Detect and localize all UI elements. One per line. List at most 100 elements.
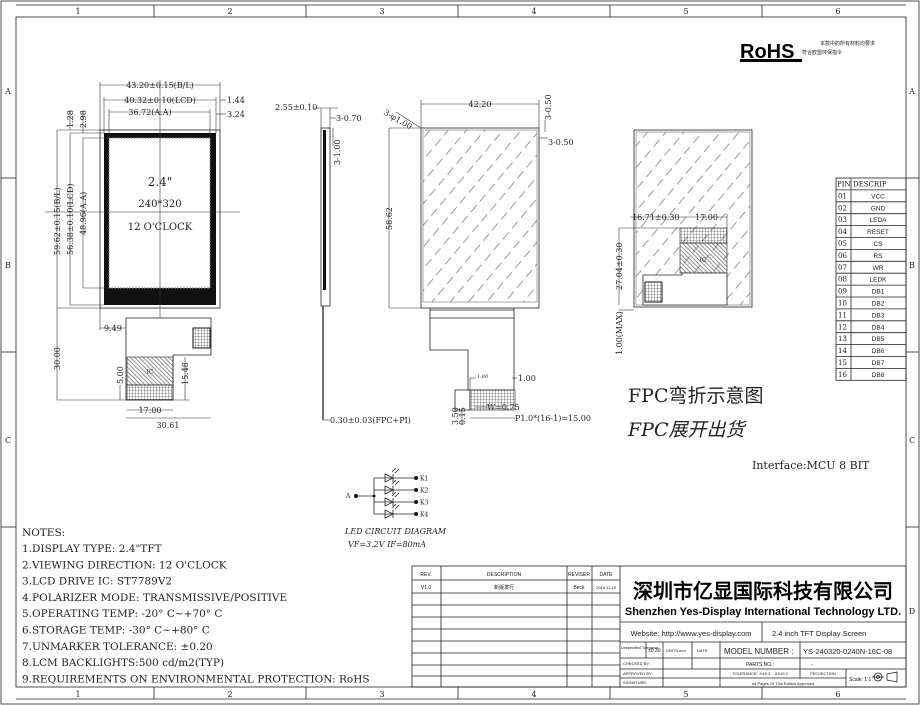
pin-description: VCC bbox=[871, 193, 885, 200]
dim-pin-w1: 1.00 bbox=[477, 374, 489, 380]
pin-description: DB4 bbox=[872, 324, 885, 331]
side-view: 2.55±0.10 3-0.70 3-1.00 0.30±0.03(FPC+PI… bbox=[275, 103, 411, 425]
descrip-header: DESCRIP bbox=[853, 181, 887, 189]
dim-aa-width: 36.72(A.A) bbox=[128, 108, 171, 117]
pin-number: 11 bbox=[838, 311, 847, 319]
col-label: 4 bbox=[531, 7, 536, 16]
display-resolution: 240*320 bbox=[138, 199, 181, 210]
dim-bl-width: 43.20±0.15(B/L) bbox=[126, 81, 194, 90]
col-label: 2 bbox=[227, 690, 232, 699]
anode-label: A bbox=[345, 493, 351, 500]
svg-text:符合欧盟环保指令: 符合欧盟环保指令 bbox=[802, 49, 842, 56]
dim-side-d1: 3-0.70 bbox=[336, 114, 362, 123]
row-label: C bbox=[5, 436, 11, 445]
back-view: 3-φ1.00 42.20 58.62 3-0.50 3-0.50 1.00 1… bbox=[382, 94, 591, 425]
dim-fpc-h: 15.48 bbox=[181, 362, 190, 385]
pin-description: DB3 bbox=[872, 312, 885, 319]
signature: SIGNATURE: bbox=[623, 680, 647, 685]
note-item: 3.LCD DRIVE IC: ST7789V2 bbox=[22, 576, 172, 588]
note-item: 9.REQUIREMENTS ON ENVIRONMENTAL PROTECTI… bbox=[22, 673, 370, 685]
note-item: 7.UNMARKER TOLERANCE: ±0.20 bbox=[22, 641, 213, 653]
ic-label: IC bbox=[700, 257, 707, 264]
pin-number: 09 bbox=[838, 288, 847, 296]
dim-fpc-thickness: 0.30±0.03(FPC+PI) bbox=[330, 416, 411, 425]
fpc-flat-label: FPC展开出货 bbox=[627, 419, 748, 441]
note-item: 4.POLARIZER MODE: TRANSMISSIVE/POSITIVE bbox=[22, 592, 287, 604]
projection: PROJECTION bbox=[810, 671, 836, 676]
note-item: 6.STORAGE TEMP: -30° C~+80° C bbox=[22, 625, 210, 637]
scale: Scale: 1:1 bbox=[849, 677, 871, 683]
pin-number: 07 bbox=[838, 264, 847, 272]
pin-number: 06 bbox=[838, 252, 847, 260]
dim-bent-d3: 27.04±0.30 bbox=[615, 243, 624, 290]
dim-fpc-length: 30.00 bbox=[53, 347, 62, 370]
dim-lcd-width: 40.32±0.10(LCD) bbox=[124, 96, 196, 105]
date-label: DATE: bbox=[697, 648, 708, 653]
cathode-label: K1 bbox=[420, 476, 428, 483]
model-number-label: MODEL NUMBER : bbox=[724, 647, 794, 656]
dim-fpc-offset: 9.49 bbox=[104, 324, 122, 333]
dim-pin-w2: 1.00 bbox=[518, 374, 536, 383]
pin-description: DB6 bbox=[872, 348, 885, 355]
description-header: DESCRIPTION bbox=[487, 572, 522, 578]
dim-back-width: 42.20 bbox=[469, 100, 492, 109]
pin-description: LEDA bbox=[870, 217, 888, 224]
dim-bent-d1: 16.71±0.30 bbox=[632, 213, 679, 222]
dim-back-d1: 3-0.50 bbox=[544, 94, 553, 120]
date-header: DATE bbox=[600, 572, 614, 578]
cathode-label: K3 bbox=[420, 500, 428, 507]
pin-number: 16 bbox=[838, 371, 847, 379]
checked-by: CHECKED BY: bbox=[623, 661, 650, 666]
rohs-logo: RoHS 本款中的所有材料均要求 符合欧盟环保指令 bbox=[740, 40, 875, 63]
col-label: 3 bbox=[379, 7, 384, 16]
company-cn: 深圳市亿显国际科技有限公司 bbox=[633, 579, 893, 603]
led-title: LED CIRCUIT DIAGRAM bbox=[344, 527, 447, 536]
col-label: 2 bbox=[227, 7, 232, 16]
rev-header: REV. bbox=[420, 572, 431, 578]
dim-top1: 1.28 bbox=[66, 110, 75, 128]
reviser-value: Beck bbox=[573, 585, 585, 591]
pin-number: 12 bbox=[838, 323, 847, 331]
col-label: 3 bbox=[379, 690, 384, 699]
dim-side-d2: 3-1.00 bbox=[333, 139, 342, 165]
svg-text:RoHS: RoHS bbox=[740, 41, 794, 63]
rev-value: V1.0 bbox=[421, 585, 432, 591]
dim-fpc-w: 30.61 bbox=[157, 421, 180, 430]
date-value: 2019.11.19 bbox=[596, 585, 616, 590]
pin-description: RS bbox=[873, 253, 883, 260]
cathode-label: K2 bbox=[420, 488, 428, 495]
reviser-header: REVISER bbox=[568, 572, 590, 578]
cathode-label: K4 bbox=[420, 512, 428, 519]
pin-number: 15 bbox=[838, 359, 847, 367]
approved-by: APPROVED BY: bbox=[623, 671, 653, 676]
notes-title: NOTES: bbox=[22, 527, 65, 539]
pin-description: LEDK bbox=[870, 277, 888, 284]
dim-top2: 2.98 bbox=[79, 110, 88, 128]
company-en: Shenzhen Yes-Display International Techn… bbox=[625, 606, 901, 618]
row-label: C bbox=[909, 436, 915, 445]
pin-number: 14 bbox=[838, 347, 847, 355]
pin-description: DB1 bbox=[872, 289, 885, 296]
col-label: 6 bbox=[835, 690, 840, 699]
dim-back-height: 58.62 bbox=[385, 207, 394, 230]
pin-number: 01 bbox=[838, 192, 847, 200]
pin-description: RESET bbox=[867, 229, 889, 236]
row-label: A bbox=[908, 87, 915, 96]
row-label: B bbox=[5, 261, 11, 270]
row-label: A bbox=[4, 87, 11, 96]
col-label: 6 bbox=[835, 7, 840, 16]
pin-number: 03 bbox=[838, 216, 847, 224]
pin-description: GND bbox=[871, 205, 886, 212]
dim-pitch: P1.0*(16-1)=15.00 bbox=[515, 414, 591, 423]
dim-stiff-h: 5.00 bbox=[116, 366, 125, 384]
pin-number: 02 bbox=[838, 204, 847, 212]
title-block: REV. DESCRIPTION REVISER DATE V1.0 新版发行 … bbox=[411, 565, 907, 688]
model-number-value: YS-240320-0240N-16C-08 bbox=[803, 647, 892, 656]
col-label: 1 bbox=[75, 690, 80, 699]
dim-bent-d4: 1.00(MAX) bbox=[615, 311, 624, 355]
dim-right2: 3.24 bbox=[227, 110, 245, 119]
tolerance-value: ±0.30 bbox=[648, 648, 661, 654]
